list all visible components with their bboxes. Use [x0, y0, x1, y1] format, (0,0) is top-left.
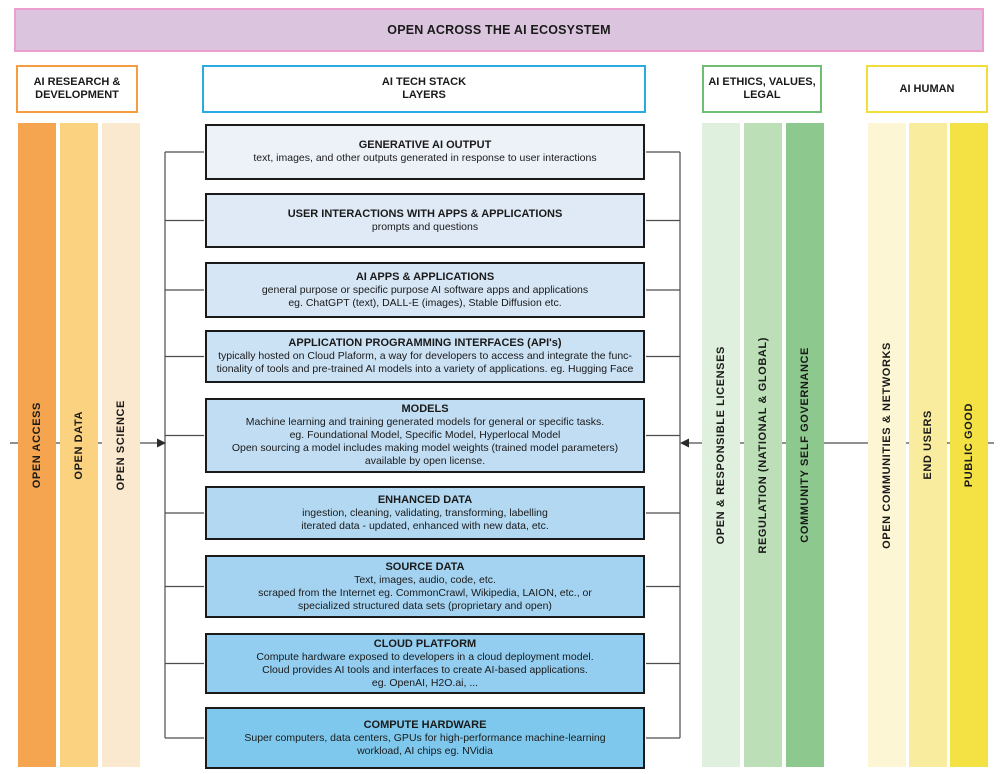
bar-label: PUBLIC GOOD	[963, 402, 975, 488]
header-ai-research-development: AI RESEARCH & DEVELOPMENT	[16, 65, 138, 113]
layer-enhanced-data: ENHANCED DATA ingestion, cleaning, valid…	[205, 486, 645, 540]
layer-body: ingestion, cleaning, validating, transfo…	[301, 506, 549, 532]
layer-source-data: SOURCE DATA Text, images, audio, code, e…	[205, 555, 645, 618]
layer-body: prompts and questions	[371, 220, 479, 233]
header-ai-tech-stack-layers: AI TECH STACK LAYERS	[202, 65, 646, 113]
layer-title: SOURCE DATA	[385, 560, 465, 573]
bar-label: OPEN COMMUNITIES & NETWORKS	[881, 341, 893, 549]
layer-apis: APPLICATION PROGRAMMING INTERFACES (API'…	[205, 330, 645, 383]
bar-regulation: REGULATION (NATIONAL & GLOBAL)	[744, 123, 782, 767]
bar-open-data: OPEN DATA	[60, 123, 98, 767]
layer-title: APPLICATION PROGRAMMING INTERFACES (API'…	[288, 337, 562, 349]
layer-title: ENHANCED DATA	[377, 493, 473, 506]
bar-community-self-governance: COMMUNITY SELF GOVERNANCE	[786, 123, 824, 767]
layer-title: AI APPS & APPLICATIONS	[355, 270, 495, 283]
bar-public-good: PUBLIC GOOD	[950, 123, 988, 767]
bar-label: OPEN & RESPONSIBLE LICENSES	[715, 345, 727, 545]
layer-body: text, images, and other outputs generate…	[253, 152, 597, 164]
header-ai-human: AI HUMAN	[866, 65, 988, 113]
layer-generative-ai-output: GENERATIVE AI OUTPUT text, images, and o…	[205, 124, 645, 180]
right-flow-arrow-icon	[680, 438, 689, 448]
layer-title: CLOUD PLATFORM	[373, 637, 477, 650]
bar-open-science: OPEN SCIENCE	[102, 123, 140, 767]
layer-body: Compute hardware exposed to developers i…	[256, 650, 594, 689]
layer-body: Machine learning and training generated …	[231, 416, 619, 467]
layer-models: MODELS Machine learning and training gen…	[205, 398, 645, 473]
layer-cloud-platform: CLOUD PLATFORM Compute hardware exposed …	[205, 633, 645, 694]
layer-user-interactions: USER INTERACTIONS WITH APPS & APPLICATIO…	[205, 193, 645, 248]
layer-title: MODELS	[401, 403, 449, 415]
layer-compute-hardware: COMPUTE HARDWARE Super computers, data c…	[205, 707, 645, 769]
bar-label: END USERS	[922, 410, 934, 480]
layer-ai-apps-applications: AI APPS & APPLICATIONS general purpose o…	[205, 262, 645, 318]
left-flow-arrow-icon	[157, 438, 166, 448]
bar-label: OPEN ACCESS	[31, 401, 43, 489]
layer-title: COMPUTE HARDWARE	[363, 718, 487, 731]
layer-title: USER INTERACTIONS WITH APPS & APPLICATIO…	[287, 207, 563, 220]
layer-body: Text, images, audio, code, etc. scraped …	[258, 573, 592, 612]
layer-title: GENERATIVE AI OUTPUT	[358, 139, 492, 151]
banner-title: OPEN ACROSS THE AI ECOSYSTEM	[14, 8, 984, 52]
layer-body: typically hosted on Cloud Plaform, a way…	[216, 350, 634, 375]
layer-body: Super computers, data centers, GPUs for …	[244, 731, 606, 757]
bar-label: COMMUNITY SELF GOVERNANCE	[799, 347, 811, 543]
bar-open-communities-networks: OPEN COMMUNITIES & NETWORKS	[868, 123, 906, 767]
bar-end-users: END USERS	[909, 123, 947, 767]
bar-open-access: OPEN ACCESS	[18, 123, 56, 767]
layer-body: general purpose or specific purpose AI s…	[261, 283, 589, 309]
bar-label: REGULATION (NATIONAL & GLOBAL)	[757, 336, 769, 554]
bar-open-responsible-licenses: OPEN & RESPONSIBLE LICENSES	[702, 123, 740, 767]
header-ai-ethics-values-legal: AI ETHICS, VALUES, LEGAL	[702, 65, 822, 113]
bar-label: OPEN DATA	[73, 410, 85, 480]
bar-label: OPEN SCIENCE	[115, 399, 127, 491]
